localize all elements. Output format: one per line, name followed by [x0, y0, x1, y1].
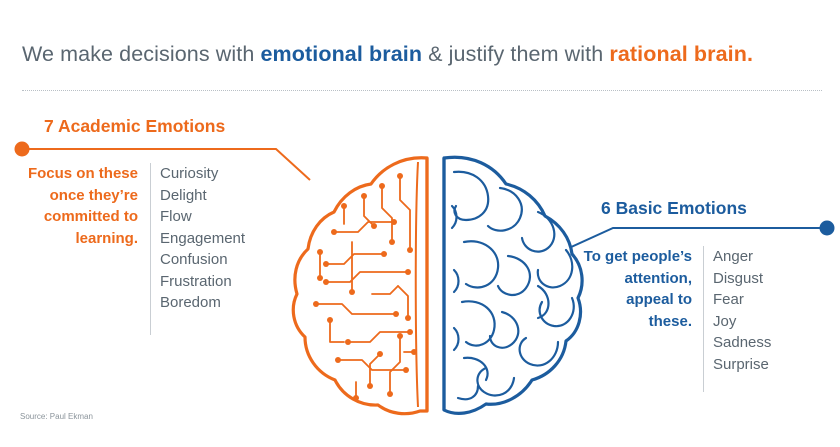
- headline-part-1: We make decisions with: [22, 42, 261, 66]
- list-item: Confusion: [160, 251, 228, 268]
- page-title: We make decisions with emotional brain &…: [22, 42, 822, 67]
- list-item: Anger: [713, 248, 754, 265]
- right-hemisphere-organic-icon: [442, 155, 584, 415]
- list-item: Joy: [713, 312, 737, 330]
- list-item: Boredom: [160, 294, 221, 311]
- list-item: Engagement: [160, 229, 246, 247]
- list-item: Surprise: [713, 355, 769, 373]
- list-item: Delight: [160, 186, 207, 204]
- source-credit: Source: Paul Ekman: [20, 412, 93, 421]
- left-connector-line: [14, 141, 311, 181]
- left-panel-caption: Focus on these once they’re committed to…: [27, 165, 138, 247]
- left-hemisphere-circuit-icon: [291, 156, 429, 416]
- headline-divider: [22, 90, 822, 91]
- right-panel-title: 6 Basic Emotions: [601, 198, 747, 218]
- headline-rational-brain: rational brain.: [609, 42, 754, 66]
- headline-part-2: & justify them with: [422, 42, 610, 66]
- list-item: Disgust: [713, 269, 764, 287]
- list-item: Curiosity: [160, 165, 219, 182]
- list-item: Flow: [160, 208, 192, 225]
- list-item: Frustration: [160, 272, 232, 290]
- bottom-strip: [0, 437, 840, 447]
- headline-emotional-brain: emotional brain: [260, 42, 423, 66]
- left-emotions-list: Curiosity Delight Flow Engagement Confus…: [160, 163, 290, 314]
- list-item: Sadness: [713, 334, 772, 351]
- right-panel-caption: To get people’s attention, appeal to the…: [583, 248, 692, 330]
- left-panel-title: 7 Academic Emotions: [44, 116, 226, 136]
- list-item: Fear: [713, 291, 744, 308]
- right-emotions-list: Anger Disgust Fear Joy Sadness Surprise: [713, 246, 833, 375]
- right-list-divider: [703, 246, 704, 392]
- brain-illustration-icon: [291, 155, 584, 416]
- left-list-divider: [150, 163, 151, 335]
